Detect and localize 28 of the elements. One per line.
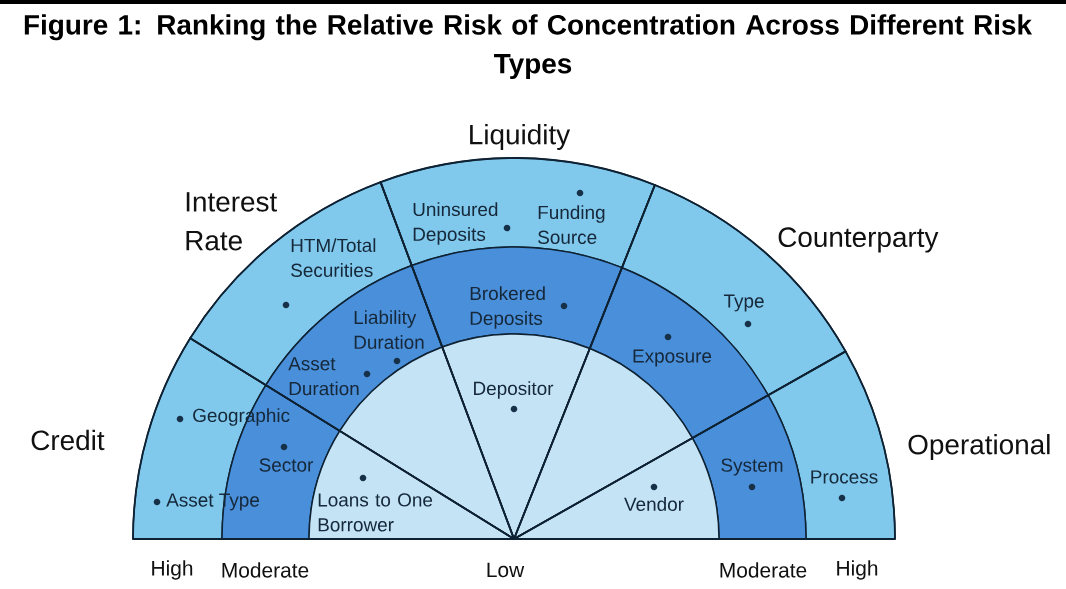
item-label: Liability Duration xyxy=(354,310,424,349)
item-label: Funding Source xyxy=(538,205,605,244)
scale-label: Low xyxy=(487,562,525,578)
item-label: Brokered Deposits xyxy=(470,286,545,329)
item-label: System xyxy=(721,458,783,476)
sector-heading: Operational xyxy=(908,434,1050,460)
scale-label: High xyxy=(152,560,193,580)
scale-label: High xyxy=(837,560,878,580)
figure-title: Figure 1: Ranking the Relative Risk of Concentration Across Different Risk Types xyxy=(24,14,1032,80)
scale-label: Moderate xyxy=(720,562,807,578)
item-label: Process xyxy=(811,470,878,484)
sector-heading: Credit xyxy=(31,429,105,451)
item-label: Loans to One Borrower xyxy=(318,493,433,532)
ring-segment xyxy=(691,394,807,540)
item-label: Vendor xyxy=(624,497,684,511)
item-label: Type xyxy=(723,294,764,312)
sector-heading: Liquidity xyxy=(470,124,571,150)
item-label: Sector xyxy=(259,458,314,472)
scale-label: Moderate xyxy=(222,562,309,578)
sector-heading: Counterparty xyxy=(778,227,939,253)
ring-segment xyxy=(379,157,656,269)
item-label: Exposure xyxy=(633,349,712,367)
ring-segment xyxy=(589,266,769,439)
item-label: Depositor xyxy=(474,381,554,399)
item-label: Asset Duration xyxy=(288,357,359,396)
item-label: Uninsured Deposits xyxy=(413,202,498,245)
item-label: HTM/Total Securities xyxy=(291,238,376,277)
sector-heading: Interest Rate xyxy=(186,192,278,251)
